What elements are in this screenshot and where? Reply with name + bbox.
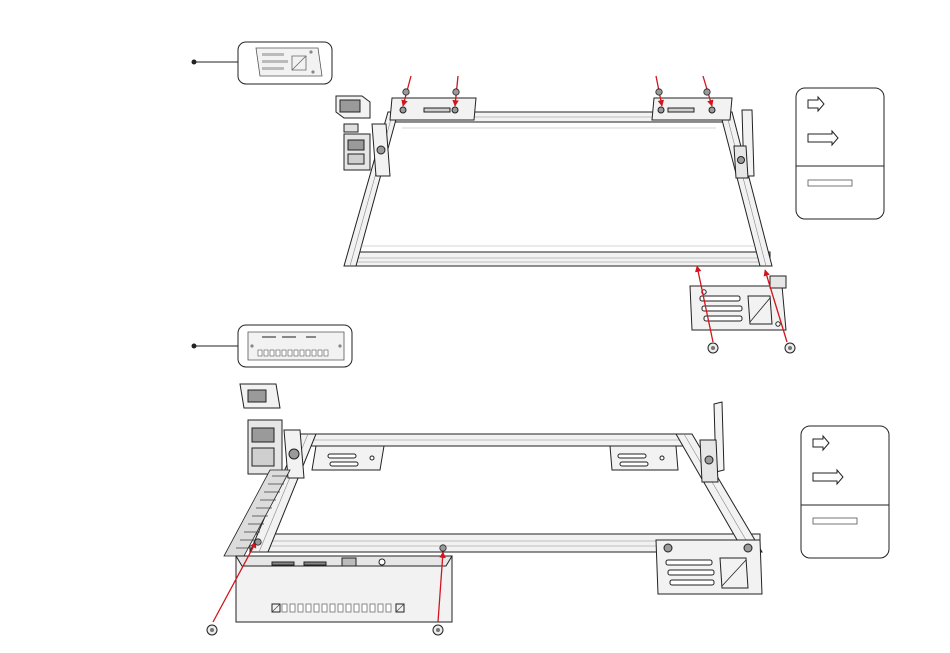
hardware-legend-2 — [801, 426, 889, 558]
step-1-left-motor — [336, 96, 390, 176]
step-1-back-bracket-left — [390, 98, 476, 120]
vented-enclosure-plate-icon — [238, 325, 352, 367]
step-2-left-motor — [240, 384, 304, 478]
step-1-callout — [192, 60, 239, 65]
step-1 — [192, 42, 796, 353]
spacer-bar-icon — [813, 518, 857, 524]
step-2-callout — [192, 344, 239, 349]
step-1-back-screws — [403, 89, 710, 95]
step-1-frame — [344, 112, 772, 266]
step-1-front-screws — [708, 343, 795, 353]
step-2-front-bracket-right — [656, 540, 762, 594]
step-2 — [192, 325, 763, 635]
step-2-back-bracket-right — [610, 446, 678, 470]
mounting-bracket-plate-icon — [238, 42, 332, 84]
vented-enclosure — [236, 556, 452, 622]
step-2-back-bracket-left — [312, 446, 384, 470]
step-2-right-gantry — [700, 402, 724, 482]
spacer-bar-icon — [808, 180, 852, 186]
hardware-legend-1 — [796, 88, 884, 219]
step-1-back-bracket-right — [652, 98, 732, 120]
